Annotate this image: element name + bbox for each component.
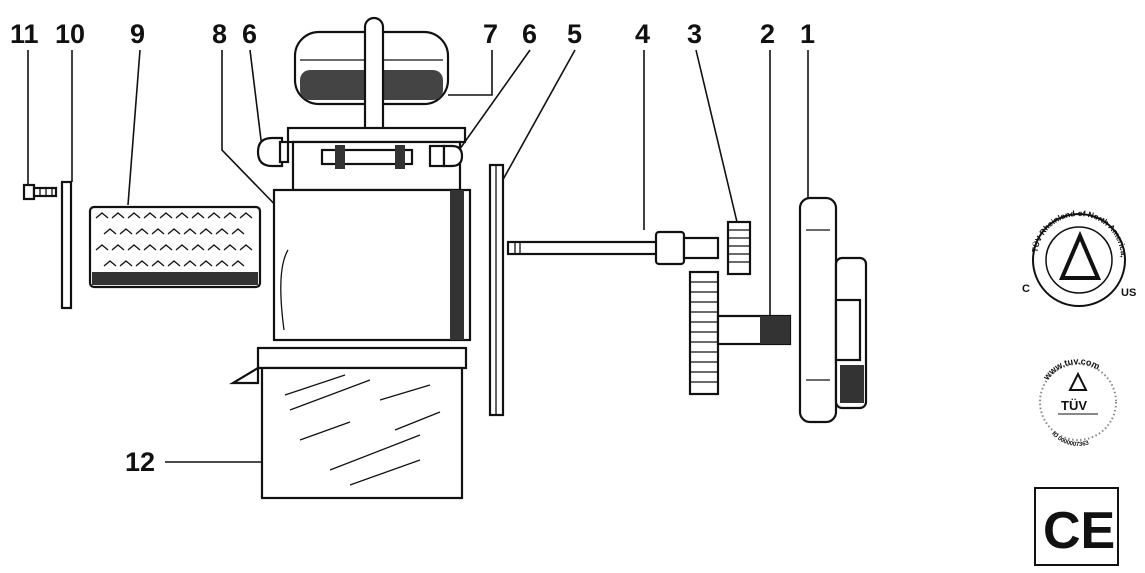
ce-mark: CE: [1034, 487, 1119, 566]
part-8-housing: [272, 126, 472, 342]
part-2-large-gear: [688, 270, 792, 396]
part-12-container: [229, 346, 468, 500]
callout-10: 10: [55, 19, 85, 49]
callout-1: 1: [800, 19, 815, 49]
tuv-c-label: C: [1022, 283, 1030, 295]
part-6-cap-nut-left: [256, 136, 290, 168]
part-5-plate: [488, 163, 505, 417]
tuv-www-middle: TÜV: [1061, 398, 1087, 413]
part-3-small-gear: [726, 220, 752, 276]
callout-8: 8: [212, 19, 227, 49]
callout-12: 12: [125, 447, 155, 477]
part-4-shaft: [506, 230, 720, 266]
part-6-cap-nut-right: [428, 144, 464, 168]
ce-mark-text: CE: [1043, 502, 1115, 560]
callout-6-left: 6: [242, 19, 257, 49]
callout-11: 11: [10, 19, 39, 49]
callout-4: 4: [635, 19, 650, 49]
callout-2: 2: [760, 19, 775, 49]
tuv-us-label: US: [1121, 287, 1136, 299]
tuv-www-text: www.tuv.com: [1041, 356, 1102, 383]
part-10-disc: [60, 180, 73, 310]
callout-3: 3: [687, 19, 702, 49]
part-1-motor-unit: [798, 196, 868, 424]
callout-6-right: 6: [522, 19, 537, 49]
callout-5: 5: [567, 19, 582, 49]
callout-9: 9: [130, 19, 145, 49]
callout-7: 7: [483, 19, 498, 49]
part-9-grating-drum: [88, 205, 262, 289]
part-11-bolt: [22, 183, 58, 201]
tuv-www-mark: www.tuv.com TÜV ID 0000007363: [1039, 356, 1117, 448]
leader-lines: [27, 49, 809, 463]
